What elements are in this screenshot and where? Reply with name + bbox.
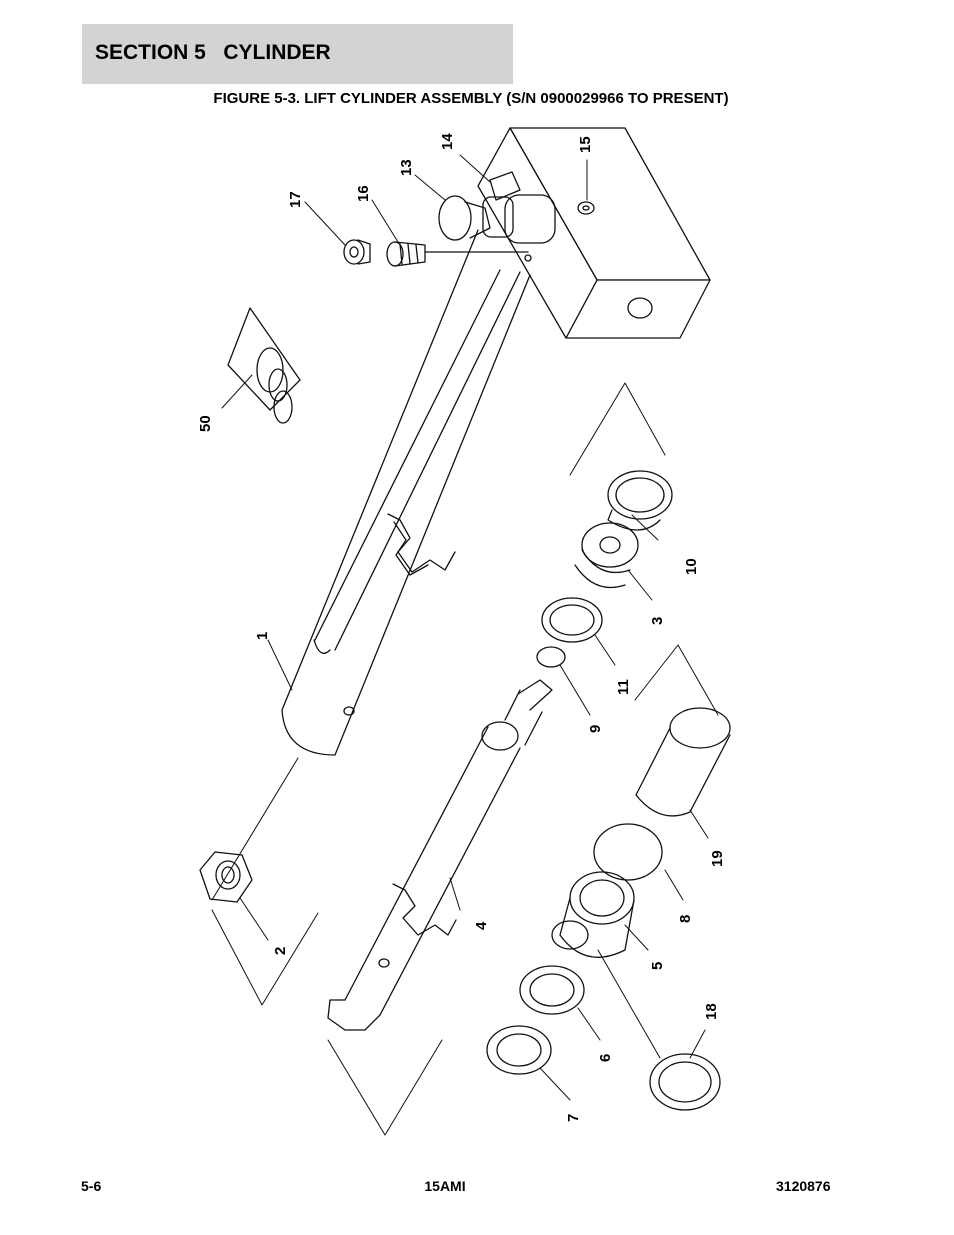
callout-13: 13 — [398, 159, 415, 176]
section-title: SECTION 5 CYLINDER — [95, 41, 331, 64]
callout-11: 11 — [615, 679, 632, 695]
footer-part-number: 3120876 — [776, 1178, 831, 1194]
cylinder-rod — [327, 679, 553, 1031]
sleeve-and-oring — [593, 707, 731, 881]
section-banner: SECTION 5 CYLINDER — [82, 24, 513, 84]
callout-17: 17 — [287, 191, 304, 208]
callout-10: 10 — [683, 558, 700, 575]
callout-7: 7 — [565, 1114, 582, 1122]
footer-page-number: 5-6 — [81, 1178, 102, 1194]
piston-parts — [536, 470, 673, 668]
callout-9: 9 — [587, 725, 604, 733]
fitting-16-17 — [343, 239, 529, 267]
cylinder-head-seals — [486, 871, 721, 1111]
callout-18: 18 — [703, 1003, 720, 1020]
callout-19: 19 — [709, 850, 726, 867]
callout-1: 1 — [254, 632, 271, 640]
callout-8: 8 — [677, 915, 694, 923]
footer-model-text: 15AMI — [424, 1178, 466, 1194]
figure-caption: FIGURE 5-3. LIFT CYLINDER ASSEMBLY (S/N … — [0, 90, 954, 107]
valve-cartridge — [438, 171, 556, 262]
alignment-lines — [211, 382, 719, 1136]
callout-5: 5 — [649, 962, 666, 970]
seal-kit-bag — [227, 307, 301, 424]
cylinder-end-block — [477, 127, 711, 339]
callout-4: 4 — [473, 921, 490, 930]
callout-15: 15 — [577, 136, 594, 153]
footer-model: 15AMI — [0, 1178, 954, 1194]
callout-3: 3 — [649, 617, 666, 625]
callout-6: 6 — [597, 1054, 614, 1062]
callout-14: 14 — [439, 133, 456, 150]
callout-16: 16 — [355, 185, 372, 202]
cylinder-barrel — [281, 229, 531, 756]
figure-caption-text: FIGURE 5-3. LIFT CYLINDER ASSEMBLY (S/N … — [213, 90, 729, 107]
callout-50: 50 — [197, 415, 214, 432]
callout-leaders — [221, 154, 709, 1101]
callout-2: 2 — [272, 947, 289, 955]
